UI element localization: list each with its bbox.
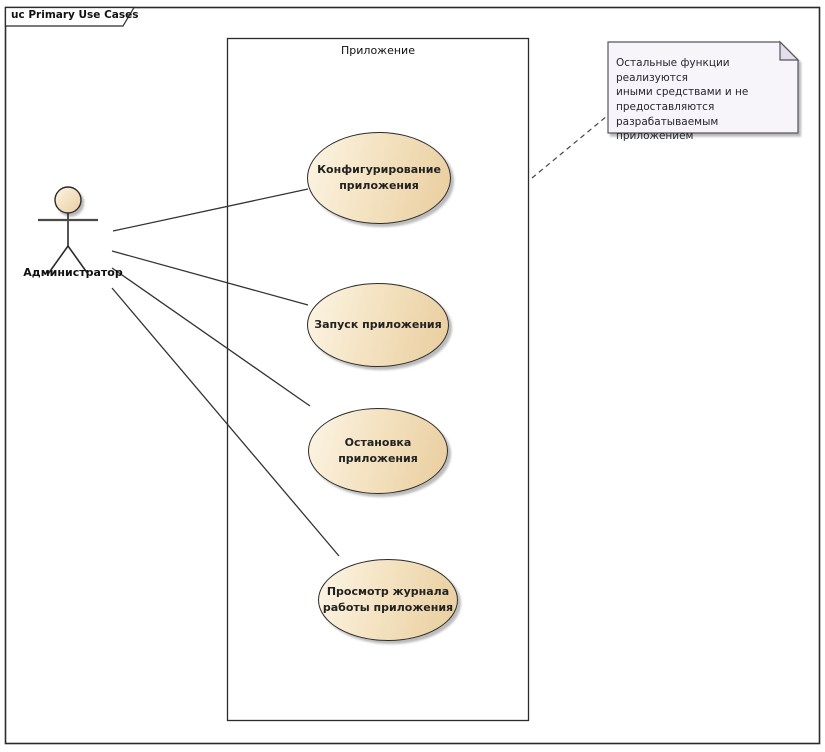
note-fold-corner: [779, 40, 800, 61]
frame-border: [4, 6, 821, 745]
actor-administrator[interactable]: [38, 186, 98, 275]
connector-actor-viewlog[interactable]: [111, 287, 340, 557]
usecase-label: Запуск приложения: [314, 318, 442, 332]
actor-label: Администратор: [23, 266, 123, 279]
usecase-configure-application[interactable]: Конфигурирование приложения: [307, 132, 451, 224]
usecase-label: Конфигурирование приложения: [317, 163, 441, 192]
note-shape[interactable]: [607, 40, 800, 134]
usecase-start-application[interactable]: Запуск приложения: [307, 283, 449, 367]
frame-tab: [4, 6, 136, 27]
usecase-label: Остановка приложения: [338, 436, 418, 465]
system-boundary-label: Приложение: [341, 44, 415, 57]
actor-leg-left: [47, 245, 69, 275]
usecase-view-log[interactable]: Просмотр журнала работы приложения: [318, 559, 458, 641]
actor-leg-right: [67, 245, 89, 275]
usecase-stop-application[interactable]: Остановка приложения: [308, 408, 448, 494]
connector-actor-stop[interactable]: [111, 267, 311, 407]
usecase-label: Просмотр журнала работы приложения: [322, 585, 454, 614]
actor-head: [54, 186, 82, 214]
frame-title: uc Primary Use Cases: [11, 9, 139, 21]
note-text: Остальные функции реализуются иными сред…: [616, 57, 749, 143]
connector-actor-configure[interactable]: [112, 188, 309, 232]
connector-actor-start[interactable]: [111, 250, 309, 306]
connector-note-dashed[interactable]: [531, 115, 608, 179]
